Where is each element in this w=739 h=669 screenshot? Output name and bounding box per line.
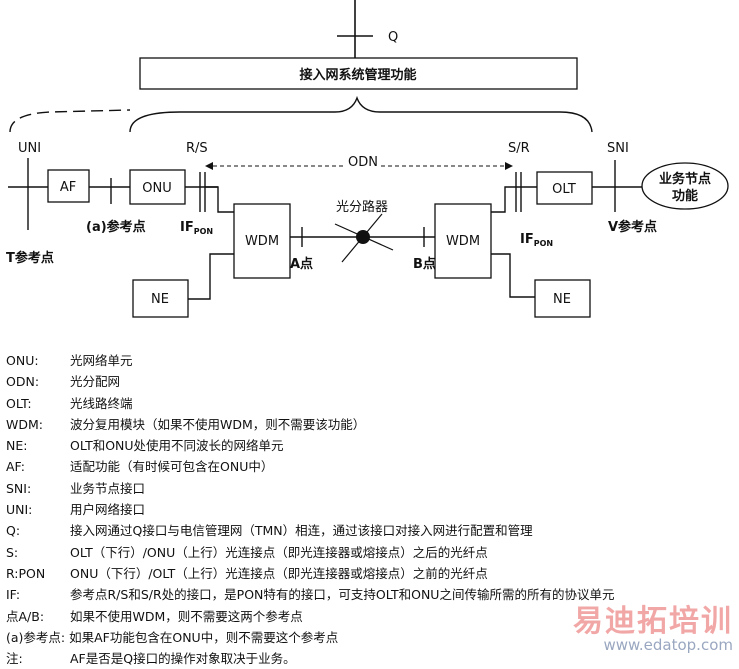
- a-point-label: A点: [290, 256, 313, 272]
- splitter-label: 光分路器: [336, 199, 388, 215]
- legend-description: 参考点R/S和S/R处的接口，是PON特有的接口，可支持OLT和ONU之间传输所…: [70, 587, 615, 603]
- legend-row: NE: OLT和ONU处使用不同波长的网络单元: [6, 435, 736, 456]
- ne-left-label: NE: [151, 292, 169, 307]
- a-ref-label: (a)参考点: [86, 219, 146, 235]
- onu-label: ONU: [142, 181, 171, 196]
- if-main-left: IF: [180, 220, 194, 235]
- mgmt-box: [139, 57, 578, 90]
- legend-term: WDM:: [6, 416, 43, 432]
- legend-row: ODN: 光分配网: [6, 371, 736, 392]
- odn-label-bg: [345, 155, 381, 169]
- wdm-left-box: [233, 203, 291, 279]
- rs-label: R/S: [186, 141, 208, 156]
- af-box: [47, 169, 90, 203]
- mgmt-box-label: 接入网系统管理功能: [299, 67, 416, 83]
- if-pon-left-label: IFPON: [180, 220, 213, 236]
- legend-description: 光网络单元: [70, 353, 133, 368]
- legend-row: SNI: 业务节点接口: [6, 478, 736, 499]
- line-wdm-ne-right: [491, 253, 535, 298]
- olt-box: [536, 171, 593, 205]
- legend-description: 如果AF功能包含在ONU中，则不需要这个参考点: [69, 629, 339, 645]
- pon-architecture-diagram: Q 接入网系统管理功能 UNI R/S S/R SNI ODN AF ONU W…: [6, 0, 729, 318]
- legend-row: S: OLT（下行）/ONU（上行）光连接点（即光连接器或熔接点）之后的光纤点: [6, 542, 736, 563]
- splitter-branch-2: [341, 213, 383, 263]
- odn-label: ODN: [348, 155, 378, 170]
- q-label: Q: [388, 30, 398, 45]
- legend-term: OLT:: [6, 395, 32, 411]
- legend-row: R:PON ONU（下行）/OLT（上行）光连接点（即光连接器或熔接点）之前的光纤…: [6, 563, 736, 584]
- watermark-url: www.edatop.com: [603, 636, 733, 654]
- legend-row: OLT: 光线路终端: [6, 393, 736, 414]
- olt-label: OLT: [552, 182, 576, 197]
- if-sub-right: PON: [534, 239, 553, 248]
- v-ref-label: V参考点: [608, 219, 657, 235]
- access-network-brace: [129, 95, 593, 133]
- legend-term: ODN:: [6, 374, 40, 390]
- legend-term: IF:: [6, 587, 21, 603]
- legend-row: WDM: 波分复用模块（如果不使用WDM，则不需要该功能）: [6, 414, 736, 435]
- t-ref-label: T参考点: [6, 250, 54, 266]
- ne-right-box: [534, 279, 591, 318]
- legend-description: 用户网络接口: [70, 502, 146, 518]
- legend-description: OLT和ONU处使用不同波长的网络单元: [70, 438, 284, 454]
- if-main-right: IF: [520, 232, 534, 247]
- legend-description: 业务节点接口: [70, 480, 146, 496]
- sni-label: SNI: [607, 141, 629, 156]
- ne-left-box: [132, 279, 189, 318]
- legend-row: (a)参考点:如果AF功能包含在ONU中，则不需要这个参考点: [6, 627, 736, 648]
- legend-row: 点A/B: 如果不使用WDM，则不需要这两个参考点: [6, 606, 736, 627]
- legend-term: S:: [6, 544, 19, 560]
- watermark: 易迪拓培训 www.edatop.com: [573, 596, 733, 654]
- service-node-label-2: 功能: [672, 188, 698, 204]
- legend-description: 如果不使用WDM，则不需要这两个参考点: [70, 608, 303, 624]
- legend-row: UNI: 用户网络接口: [6, 499, 736, 520]
- legend-term: 注:: [6, 651, 23, 667]
- legend-row: IF: 参考点R/S和S/R处的接口，是PON特有的接口，可支持OLT和ONU之间…: [6, 584, 736, 605]
- legend-term: ONU:: [6, 353, 39, 368]
- line-wdm-sr: [491, 186, 537, 213]
- legend-description: 适配功能（有时候可包含在ONU中）: [70, 459, 274, 475]
- uni-dashed-brace: [9, 109, 131, 133]
- legend-description: ONU（下行）/OLT（上行）光连接点（即光连接器或熔接点）之前的光纤点: [70, 565, 488, 581]
- b-point-label: B点: [413, 256, 436, 272]
- ne-right-label: NE: [553, 292, 571, 307]
- legend-term: 点A/B:: [6, 608, 45, 624]
- legend-description: 光分配网: [70, 374, 121, 390]
- legend-description: OLT（下行）/ONU（上行）光连接点（即光连接器或熔接点）之后的光纤点: [70, 544, 488, 560]
- legend-row: ONU: 光网络单元: [6, 350, 736, 371]
- legend-description: 光线路终端: [70, 395, 133, 411]
- service-node-ellipse: [641, 162, 729, 210]
- legend-description: 接入网通过Q接口与电信管理网（TMN）相连，通过该接口对接入网进行配置和管理: [70, 523, 533, 539]
- legend-term: NE:: [6, 438, 28, 454]
- wdm-left-label: WDM: [245, 234, 279, 249]
- service-node-label-1: 业务节点: [659, 171, 711, 187]
- if-pon-right-label: IFPON: [520, 232, 553, 248]
- legend-term: R:PON: [6, 565, 46, 581]
- legend-term: SNI:: [6, 480, 32, 496]
- line-wdm-ne-left: [188, 253, 234, 300]
- legend-description: AF是否是Q接口的操作对象取决于业务。: [70, 651, 296, 667]
- if-sub-left: PON: [194, 227, 213, 236]
- watermark-logo-text: 易迪拓培训: [573, 604, 733, 639]
- legend-term: UNI:: [6, 502, 33, 518]
- line-rs-wdm: [205, 186, 234, 213]
- legend-term: Q:: [6, 523, 21, 539]
- legend-term: AF:: [6, 459, 25, 475]
- sr-label: S/R: [508, 141, 530, 156]
- af-label: AF: [60, 180, 76, 195]
- legend-row: AF: 适配功能（有时候可包含在ONU中）: [6, 456, 736, 477]
- legend-row: Q: 接入网通过Q接口与电信管理网（TMN）相连，通过该接口对接入网进行配置和管理: [6, 520, 736, 541]
- legend-term: (a)参考点:: [6, 629, 66, 645]
- uni-label: UNI: [18, 141, 41, 156]
- legend-description: 波分复用模块（如果不使用WDM，则不需要该功能）: [70, 416, 366, 432]
- wdm-right-box: [434, 203, 492, 279]
- wdm-right-label: WDM: [446, 234, 480, 249]
- onu-box: [129, 169, 186, 205]
